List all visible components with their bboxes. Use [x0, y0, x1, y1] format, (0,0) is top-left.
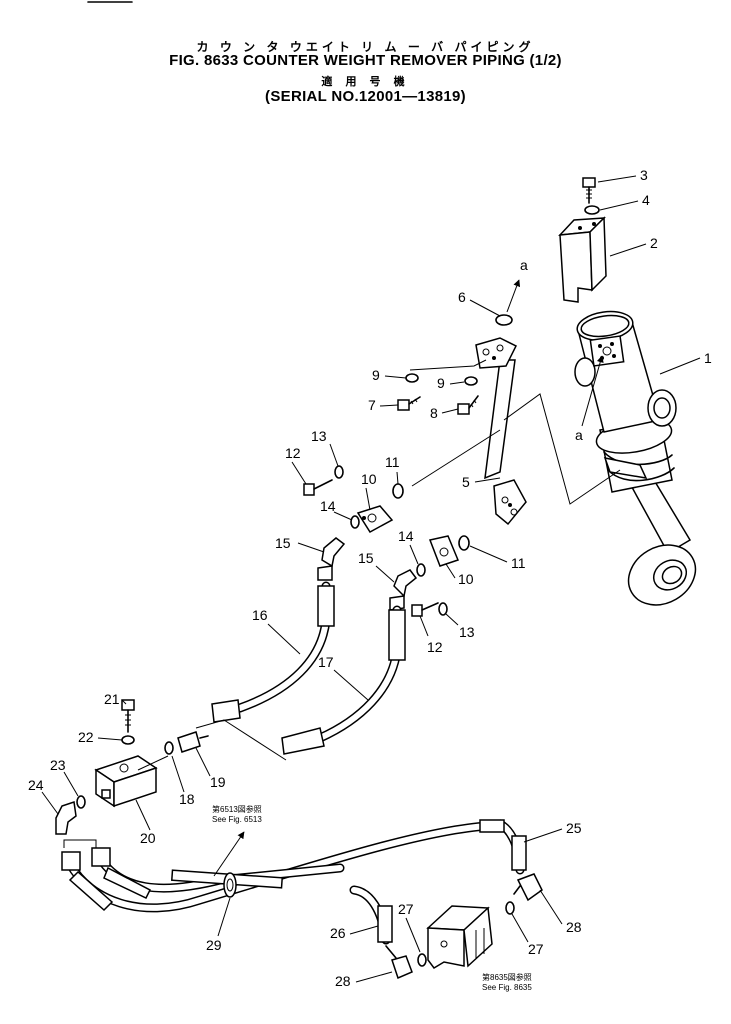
label-part-10b: 10 [458, 571, 474, 587]
label-part-19: 19 [210, 774, 226, 790]
part-labels: a a 1 2 3 4 5 6 7 8 9 9 10 10 11 11 12 1… [28, 167, 712, 992]
label-part-8: 8 [430, 405, 438, 421]
label-part-1: 1 [704, 350, 712, 366]
label-part-23: 23 [50, 757, 66, 773]
washer-part-13a [334, 465, 344, 479]
reference-6513-jp: 第6513図参照 [212, 804, 262, 814]
elbow-part-15a [317, 537, 346, 581]
label-a-lower: a [575, 427, 583, 443]
lower-hoses [61, 821, 493, 913]
label-part-24: 24 [28, 777, 44, 793]
flange-part-10b [428, 535, 460, 567]
leader-block [137, 755, 169, 771]
pipe-part-5 [475, 337, 527, 526]
label-part-2: 2 [650, 235, 658, 251]
label-part-14b: 14 [398, 528, 414, 544]
label-part-3: 3 [640, 167, 648, 183]
reference-8635-jp: 第8635図参照 [482, 972, 532, 982]
o-ring-part-11a [392, 483, 404, 499]
label-part-12b: 12 [427, 639, 443, 655]
bolt-part-8 [457, 395, 479, 415]
label-part-22: 22 [78, 729, 94, 745]
hose-part-16 [211, 581, 335, 723]
clamp-part-29 [223, 872, 237, 898]
serial-range: (SERIAL NO.12001—13819) [265, 88, 466, 105]
o-ring-part-11b [458, 535, 470, 551]
label-part-7: 7 [368, 397, 376, 413]
label-a-upper: a [520, 257, 528, 273]
label-part-6: 6 [458, 289, 466, 305]
o-ring-part-6 [495, 314, 513, 326]
label-part-27b: 27 [528, 941, 544, 957]
label-part-13a: 13 [311, 428, 327, 444]
bracket-fig-8635 [426, 905, 493, 969]
bolt-part-3 [582, 177, 596, 204]
figure-title: FIG. 8633 COUNTER WEIGHT REMOVER PIPING … [169, 52, 562, 69]
bolt-part-21 [121, 699, 135, 733]
label-part-16: 16 [252, 607, 268, 623]
label-part-29: 29 [206, 937, 222, 953]
washer-part-9a [405, 373, 419, 383]
serial-japanese: 適 用 号 機 [321, 76, 410, 88]
o-ring-part-23 [76, 795, 86, 809]
washer-part-9b [464, 376, 478, 386]
label-part-4: 4 [642, 192, 650, 208]
elbow-part-24 [55, 801, 77, 835]
o-ring-part-14b [416, 563, 426, 577]
label-part-13b: 13 [459, 624, 475, 640]
label-part-17: 17 [318, 654, 334, 670]
o-ring-part-14a [350, 515, 360, 529]
leader-oring-11 [411, 429, 501, 487]
elbow-part-28a [513, 873, 543, 902]
reference-6513-en: See Fig. 6513 [212, 815, 262, 824]
label-part-21: 21 [104, 691, 120, 707]
connector-part-19 [177, 731, 209, 753]
cover-part-2 [558, 216, 607, 303]
elbow-part-28b [385, 945, 413, 980]
label-part-9b: 9 [437, 375, 445, 391]
label-part-20: 20 [140, 830, 156, 846]
label-part-9a: 9 [372, 367, 380, 383]
hose-part-25 [479, 819, 527, 875]
label-part-15a: 15 [275, 535, 291, 551]
label-part-10a: 10 [361, 471, 377, 487]
label-part-27a: 27 [398, 901, 414, 917]
leader-hose-junction [195, 719, 287, 761]
bolt-part-7 [397, 396, 421, 411]
label-part-25: 25 [566, 820, 582, 836]
o-ring-part-27a [505, 901, 515, 915]
washer-part-22 [121, 735, 135, 745]
hose-part-26 [349, 885, 393, 945]
label-part-28b: 28 [335, 973, 351, 989]
label-part-5: 5 [462, 474, 470, 490]
title-japanese: カ ウ ン タ ウエイト リ ム ー バ パイピング [196, 40, 535, 54]
label-part-14a: 14 [320, 498, 336, 514]
washer-part-4 [584, 205, 600, 215]
cylinder-part-1 [574, 310, 697, 606]
bolt-part-12b [411, 602, 439, 617]
reference-arrow-6513 [213, 831, 245, 877]
o-ring-part-27b [417, 953, 427, 967]
label-part-26: 26 [330, 925, 346, 941]
label-leaders [41, 175, 701, 983]
o-ring-part-18 [164, 741, 174, 755]
leader-pipe-cylinder [503, 393, 621, 505]
elbow-part-15b [389, 569, 418, 611]
label-part-18: 18 [179, 791, 195, 807]
flange-part-10a [356, 505, 394, 533]
bolt-part-12a [303, 479, 333, 496]
label-part-11a: 11 [385, 454, 400, 470]
leader-washers [409, 359, 487, 371]
block-part-20 [94, 755, 158, 808]
reference-8635-en: See Fig. 8635 [482, 983, 532, 992]
label-part-11b: 11 [511, 555, 526, 571]
label-part-15b: 15 [358, 550, 374, 566]
washer-part-13b [438, 602, 448, 616]
label-part-28a: 28 [566, 919, 582, 935]
label-part-12a: 12 [285, 445, 301, 461]
hose-part-17 [281, 605, 406, 755]
